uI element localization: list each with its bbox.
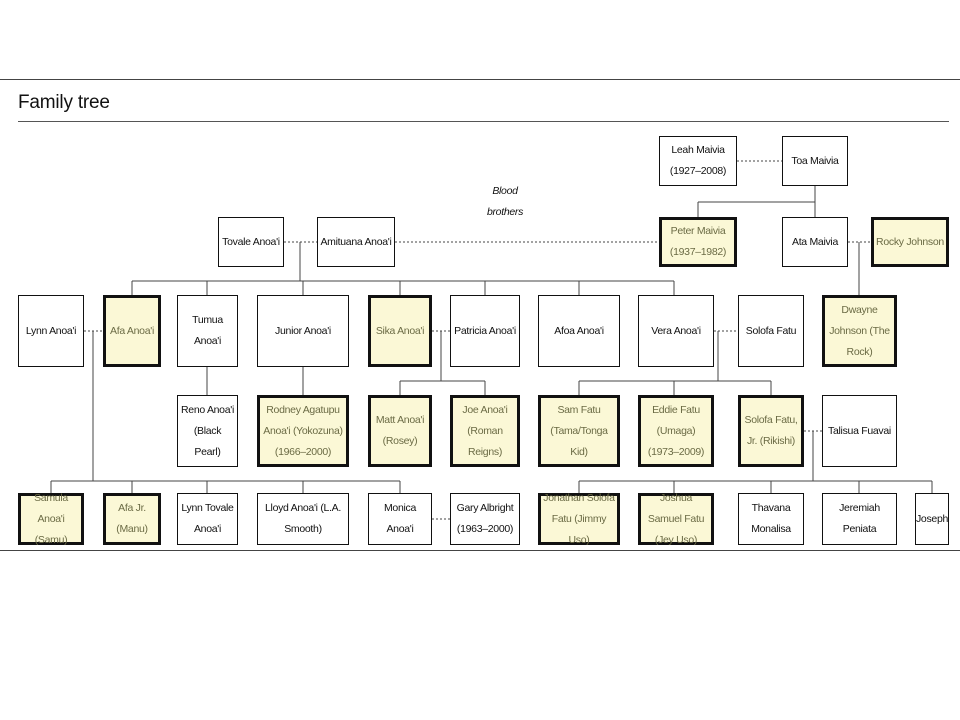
person-afoa: Afoa Anoa'i: [538, 295, 620, 367]
person-reno: Reno Anoa'i (Black Pearl): [177, 395, 238, 467]
person-rodney: Rodney Agatupu Anoa'i (Yokozuna) (1966–2…: [257, 395, 349, 467]
person-dwayne: Dwayne Johnson (The Rock): [822, 295, 897, 367]
person-samula: Samula Anoa'i (Samu): [18, 492, 84, 546]
person-thavana: Thavana Monalisa: [738, 493, 804, 545]
person-jeremiah: Jeremiah Peniata: [822, 493, 897, 545]
person-blood: Blood brothers: [486, 185, 524, 218]
person-vera: Vera Anoa'i: [638, 295, 714, 367]
person-patricia: Patricia Anoa'i: [450, 295, 520, 367]
person-sam: Sam Fatu (Tama/Tonga Kid): [538, 395, 620, 467]
frame-top-rule: [0, 79, 960, 80]
person-joe: Joe Anoa'i (Roman Reigns): [450, 395, 520, 467]
person-joseph: Joseph: [915, 493, 949, 545]
person-sika: Sika Anoa'i: [368, 295, 432, 367]
person-afajr: Afa Jr. (Manu): [103, 493, 161, 545]
person-tovale: Tovale Anoa'i: [218, 217, 284, 267]
person-gary: Gary Albright (1963–2000): [450, 493, 520, 545]
connector-lines: [50, 160, 933, 520]
person-joshua: Joshua Samuel Fatu (Jey Uso): [638, 492, 714, 546]
person-ata: Ata Maivia: [782, 217, 848, 267]
person-lynn: Lynn Anoa'i: [18, 295, 84, 367]
person-afa: Afa Anoa'i: [103, 295, 161, 367]
person-matt: Matt Anoa'i (Rosey): [368, 395, 432, 467]
person-leah: Leah Maivia (1927–2008): [659, 136, 737, 186]
person-talisua: Talisua Fuavai: [822, 395, 897, 467]
person-lynntovale: Lynn Tovale Anoa'i: [177, 493, 238, 545]
person-solofa: Solofa Fatu: [738, 295, 804, 367]
page-title: Family tree: [18, 92, 110, 113]
person-eddie: Eddie Fatu (Umaga) (1973–2009): [638, 395, 714, 467]
person-rocky: Rocky Johnson: [871, 217, 949, 267]
person-jonathan: Jonathan Solofa Fatu (Jimmy Uso): [538, 492, 620, 546]
person-lloyd: Lloyd Anoa'i (L.A. Smooth): [257, 493, 349, 545]
person-amituana: Amituana Anoa'i: [317, 217, 395, 267]
person-monica: Monica Anoa'i: [368, 493, 432, 545]
title-underline: [18, 121, 949, 122]
person-solofajr: Solofa Fatu, Jr. (Rikishi): [738, 395, 804, 467]
frame-bottom-rule: [0, 550, 960, 551]
person-peter: Peter Maivia (1937–1982): [659, 217, 737, 267]
person-junior: Junior Anoa'i: [257, 295, 349, 367]
person-toa: Toa Maivia: [782, 136, 848, 186]
person-tumua: Tumua Anoa'i: [177, 295, 238, 367]
